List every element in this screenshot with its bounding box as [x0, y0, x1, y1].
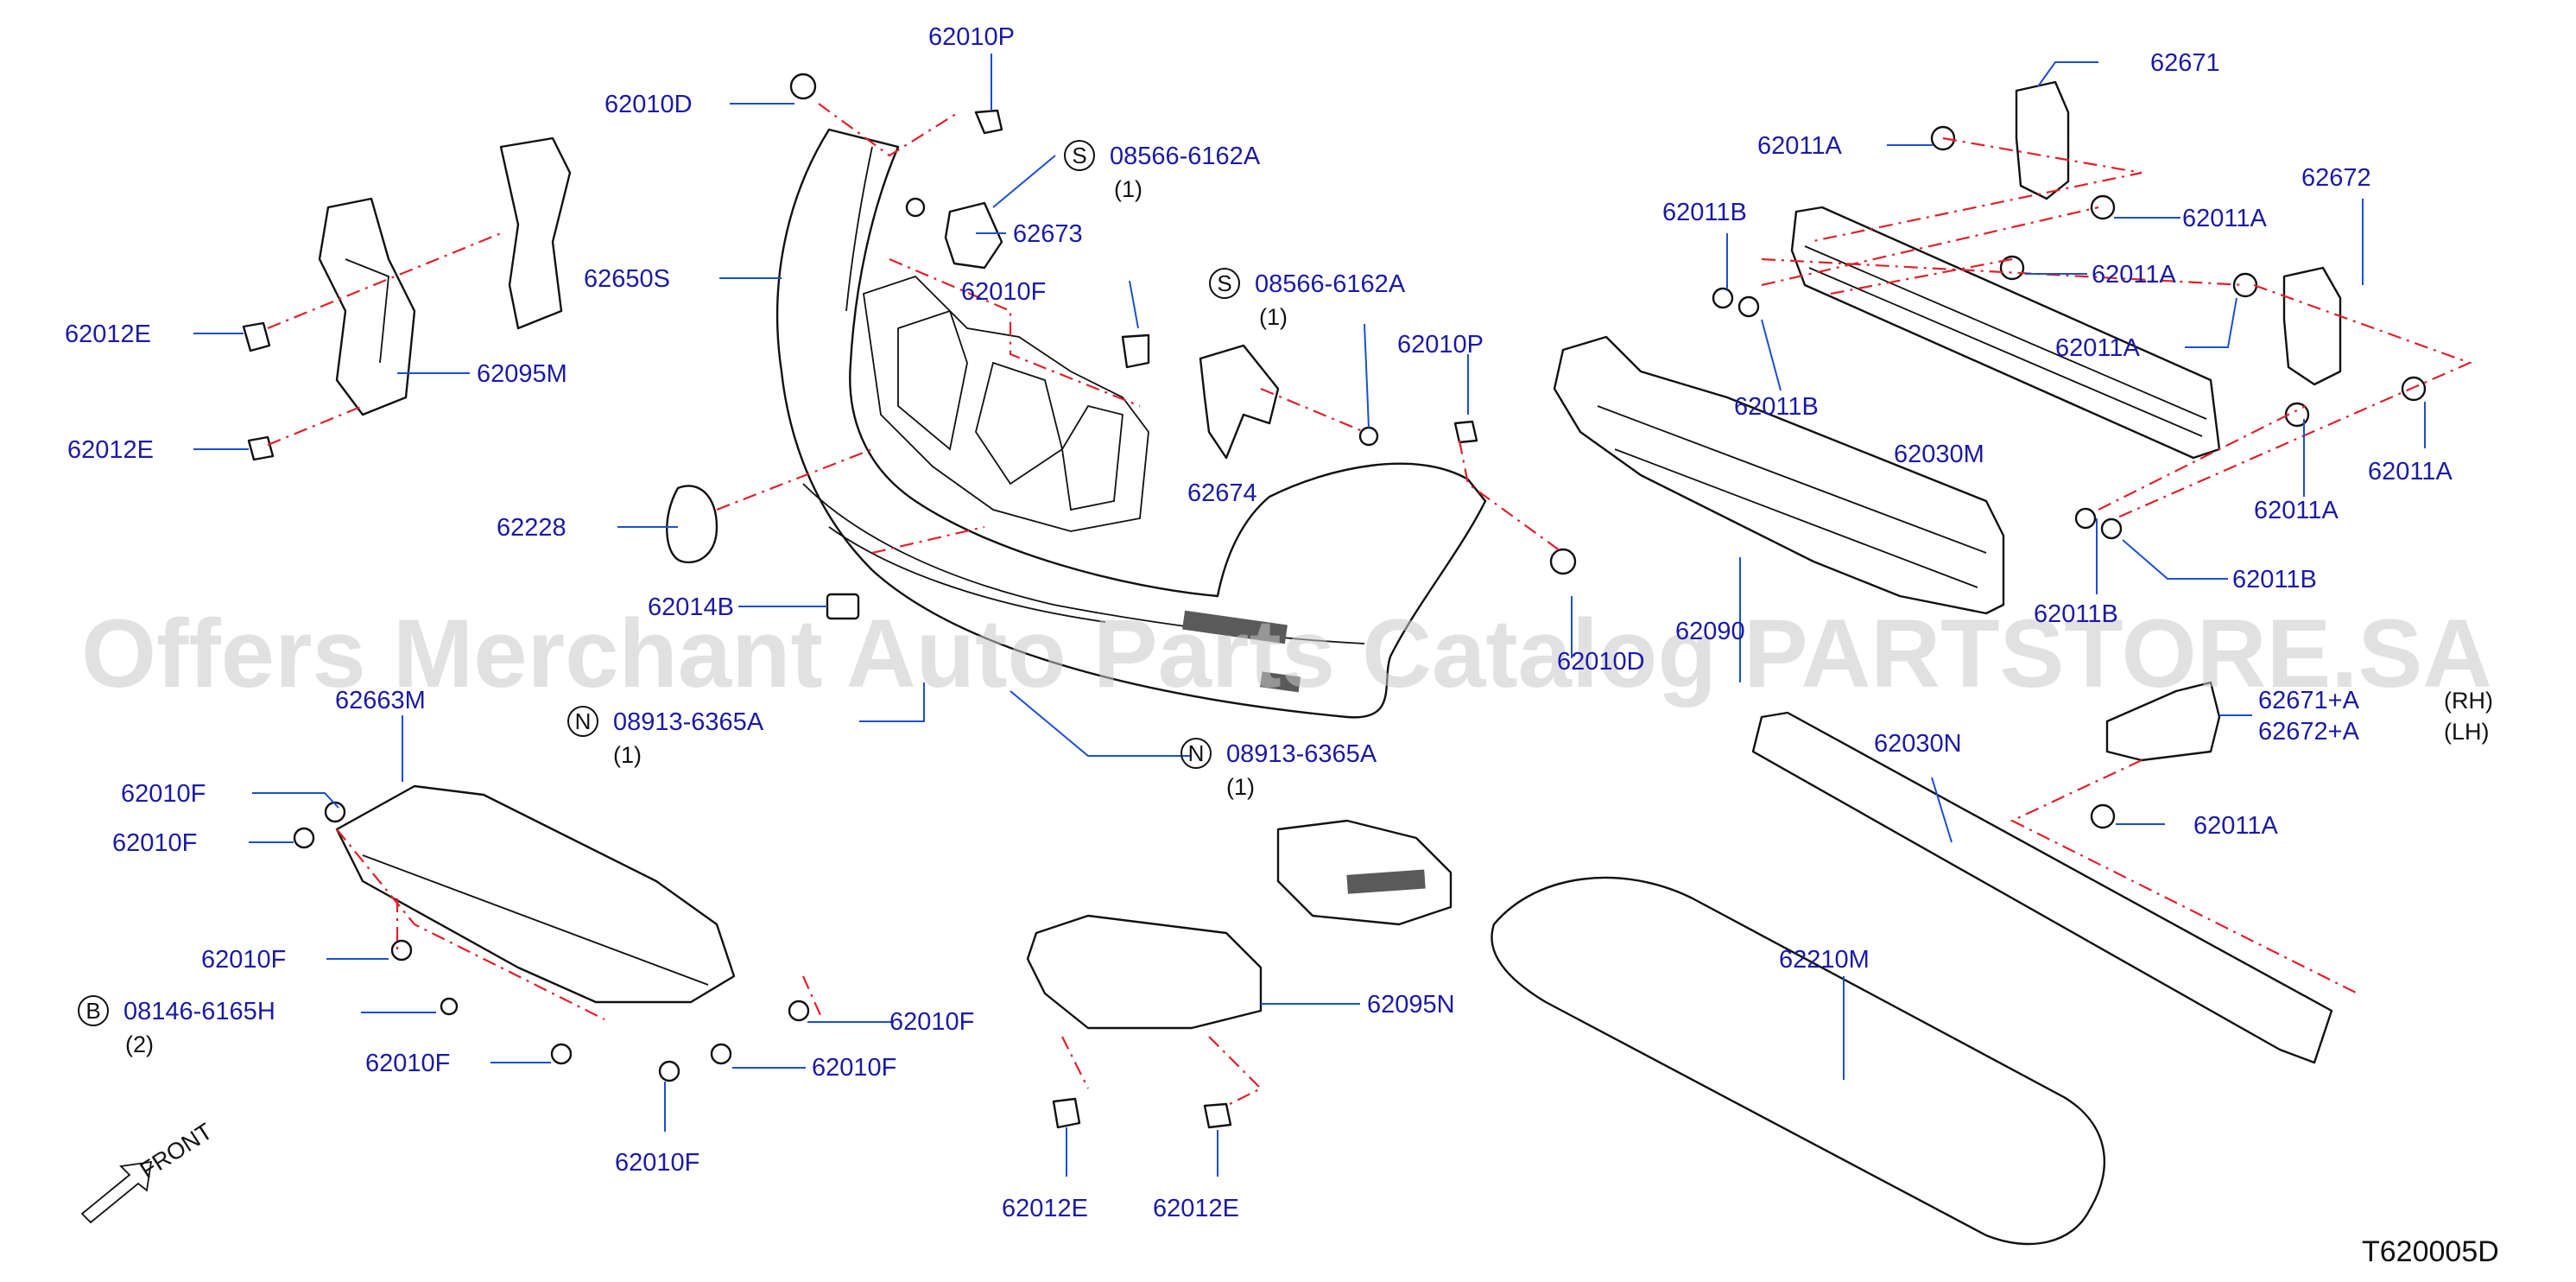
callout-c21[interactable]: 62672: [2301, 164, 2371, 192]
svg-text:08913-6365A: 08913-6365A: [1226, 740, 1377, 768]
callout-c11[interactable]: 62095M: [477, 360, 567, 388]
callout-c24[interactable]: 62011A: [2092, 261, 2176, 289]
diagram-code: T620005D: [2362, 1235, 2499, 1268]
front-label: FRONT: [136, 1118, 217, 1184]
bracket-62672: [2282, 266, 2342, 386]
callout-c32[interactable]: 62011B: [2232, 566, 2317, 593]
callout-c15[interactable]: 62663M: [335, 687, 426, 714]
svg-text:08913-6365A: 08913-6365A: [613, 708, 764, 736]
callout-c10[interactable]: 62012E: [65, 320, 151, 348]
svg-text:(1): (1): [1114, 176, 1142, 202]
bumper-fascia: [775, 128, 1487, 719]
callout-c17[interactable]: N 08913-6365A (1): [1180, 738, 1377, 800]
callout-c08[interactable]: 62010P: [1397, 331, 1484, 359]
callout-c18[interactable]: 62010D: [1557, 648, 1645, 676]
lower-cover-62210m: [1491, 876, 2106, 1246]
clip-62673: [944, 201, 1003, 270]
callout-c30[interactable]: 62011B: [2034, 600, 2118, 628]
callout-c33[interactable]: 62671+A (RH): [2258, 687, 2493, 714]
callout-c45[interactable]: 62095N: [1367, 991, 1455, 1019]
small-clips: [242, 109, 1478, 1129]
callout-c02[interactable]: 62010D: [604, 91, 693, 118]
callout-c06[interactable]: 62010F: [961, 278, 1046, 306]
foam-62030n: [1751, 711, 2333, 1064]
callout-c29[interactable]: 62011A: [2368, 458, 2453, 486]
callout-c09[interactable]: 62674: [1187, 479, 1257, 507]
svg-text:(1): (1): [1259, 304, 1288, 330]
callout-c04[interactable]: 62673: [1013, 220, 1083, 248]
callout-c35[interactable]: 62030N: [1874, 730, 1962, 758]
svg-text:(RH): (RH): [2444, 688, 2493, 714]
callout-c31[interactable]: 62090: [1675, 618, 1745, 645]
bracket-62671: [2015, 80, 2070, 200]
undercover-62663m: [335, 784, 736, 1004]
callout-c38[interactable]: 62010F: [112, 829, 197, 857]
callout-c39[interactable]: 62010F: [201, 946, 286, 974]
fog-brackets: [1026, 819, 1453, 1030]
svg-text:(1): (1): [613, 742, 642, 768]
bumper-reinforcement: [1790, 206, 2221, 460]
callout-c44[interactable]: 62010F: [615, 1149, 699, 1177]
callout-c13[interactable]: 62228: [497, 514, 566, 542]
leader-lines: [193, 54, 2426, 1177]
callout-c19[interactable]: 62671: [2150, 49, 2220, 77]
callout-c34[interactable]: 62672+A (LH): [2258, 718, 2490, 746]
part-shapes: [242, 73, 2427, 1246]
svg-text:(1): (1): [1226, 774, 1255, 800]
callout-labels: 62010P 62010D S 08566-6162A (1) 62673 62…: [65, 23, 2493, 1222]
callout-c23[interactable]: 62011A: [2182, 205, 2267, 232]
symbol-n: N: [575, 708, 592, 734]
tow-hook-cover: [666, 485, 718, 564]
callout-c12[interactable]: 62012E: [67, 436, 154, 464]
watermark: Offers Merchant Auto Parts Catalog PARTS…: [81, 600, 2492, 708]
callout-c14[interactable]: 62014B: [648, 593, 734, 621]
svg-text:62671+A: 62671+A: [2258, 687, 2360, 714]
symbol-s: S: [1072, 143, 1086, 168]
callout-c43[interactable]: 62010F: [812, 1054, 896, 1082]
callout-c03[interactable]: S 08566-6162A (1): [1064, 140, 1261, 202]
symbol-s: S: [1217, 270, 1231, 296]
callout-c27[interactable]: 62030M: [1894, 441, 1984, 468]
svg-text:(2): (2): [125, 1031, 154, 1057]
callout-c05[interactable]: 62650S: [584, 265, 670, 293]
callout-c22[interactable]: 62011B: [1662, 199, 1747, 226]
callout-c46[interactable]: 62210M: [1779, 946, 1870, 974]
callout-c26[interactable]: 62011A: [2055, 334, 2140, 362]
symbol-n: N: [1188, 740, 1205, 766]
svg-text:08566-6162A: 08566-6162A: [1110, 143, 1261, 170]
callout-c42[interactable]: 62010F: [365, 1050, 450, 1077]
callout-c36[interactable]: 62011A: [2193, 812, 2278, 840]
callout-c40[interactable]: B 08146-6165H (2): [78, 995, 275, 1057]
front-arrow-icon: [80, 1160, 153, 1224]
callout-c41[interactable]: 62010F: [889, 1008, 974, 1036]
callout-c37[interactable]: 62010F: [121, 780, 206, 808]
svg-text:(LH): (LH): [2444, 719, 2490, 745]
bracket-62674: [1199, 344, 1280, 460]
callout-c28[interactable]: 62011A: [2254, 497, 2339, 524]
symbol-b: B: [85, 998, 100, 1024]
callout-c47[interactable]: 62012E: [1002, 1195, 1088, 1222]
callout-c48[interactable]: 62012E: [1153, 1195, 1239, 1222]
energy-absorber: [1553, 335, 2005, 615]
callout-c16[interactable]: N 08913-6365A (1): [567, 706, 764, 768]
callout-c20[interactable]: 62011A: [1757, 132, 1842, 160]
left-bracket: [318, 136, 572, 416]
bracket-62671a: [2105, 681, 2221, 762]
svg-text:08146-6165H: 08146-6165H: [123, 998, 275, 1025]
assembly-lines: [267, 103, 2472, 1107]
svg-text:08566-6162A: 08566-6162A: [1255, 270, 1406, 298]
fasteners: [293, 73, 2427, 1082]
front-indicator: FRONT: [80, 1118, 217, 1224]
callout-c01[interactable]: 62010P: [928, 23, 1015, 51]
callout-c25[interactable]: 62011B: [1734, 393, 1819, 421]
svg-text:62672+A: 62672+A: [2258, 718, 2360, 746]
callout-c07[interactable]: S 08566-6162A (1): [1209, 268, 1406, 330]
